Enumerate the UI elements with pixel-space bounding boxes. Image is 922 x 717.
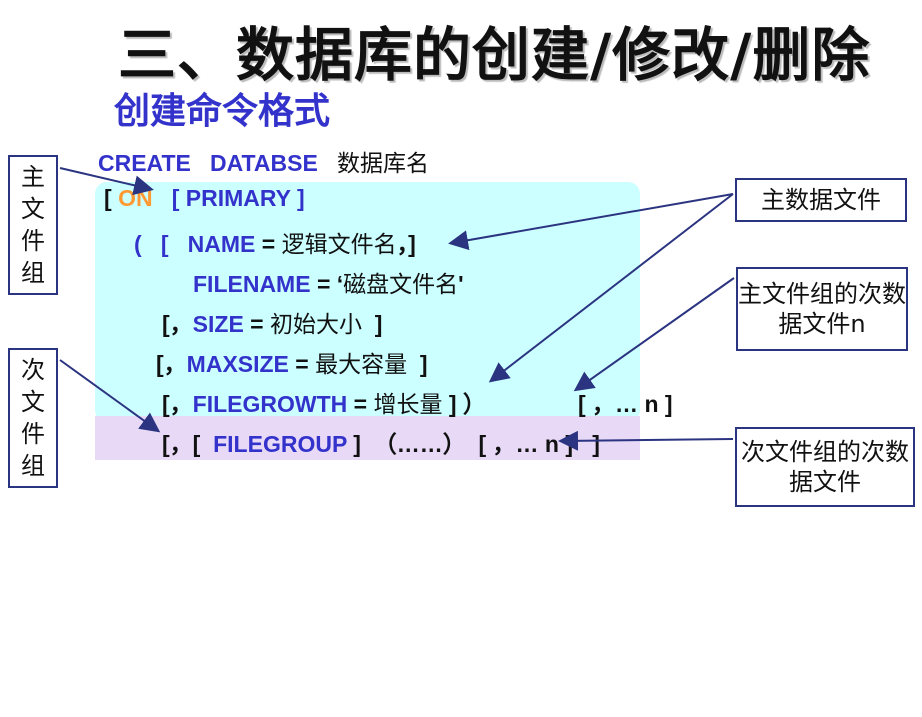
logical-file-name: 逻辑文件名 bbox=[281, 232, 397, 258]
primary-data-file-label: 主数据文件 bbox=[735, 178, 907, 222]
syntax-line-filegrowth: [，FILEGROWTH = 增长量 ] ） bbox=[162, 385, 486, 419]
slide-title: 三、数据库的创建/修改/删除 bbox=[118, 21, 871, 89]
name-equals: = bbox=[255, 231, 282, 257]
maxsize-close: ] bbox=[407, 351, 428, 377]
filename-keyword: FILENAME bbox=[193, 271, 311, 297]
filegrowth-keyword: FILEGROWTH bbox=[192, 391, 348, 417]
syntax-line-filegroup: [，[ FILEGROUP ] （……） [ ，… n ] ] bbox=[162, 425, 600, 459]
name-open-brackets: ( [ bbox=[134, 231, 169, 257]
database-keyword: DATABSE bbox=[210, 150, 318, 176]
syntax-line-filename: FILENAME = ‘磁盘文件名' bbox=[193, 265, 464, 299]
size-open: [， bbox=[162, 311, 193, 337]
secondary-filegroup-panel bbox=[95, 416, 640, 460]
primary-clause: [ PRIMARY ] bbox=[171, 185, 305, 211]
create-keyword: CREATE bbox=[98, 150, 191, 176]
initial-size: 初始大小 bbox=[270, 312, 363, 338]
arrow-primary-group bbox=[59, 167, 154, 196]
maxsize-open: [， bbox=[156, 351, 187, 377]
growth-amount: 增长量 bbox=[373, 392, 443, 418]
primary-filegroup-panel bbox=[95, 182, 640, 422]
name-keyword: NAME bbox=[187, 231, 256, 257]
size-equals: = bbox=[243, 311, 271, 337]
size-keyword: SIZE bbox=[192, 311, 244, 337]
syntax-line-size: [，SIZE = 初始大小 ] bbox=[162, 305, 382, 339]
syntax-line-name: ( [ NAME = 逻辑文件名，] bbox=[134, 225, 416, 259]
secondary-group-secondary-files-label: 次文件组的次数据文件 bbox=[735, 427, 915, 507]
syntax-line-create: CREATE DATABSE 数据库名 bbox=[98, 144, 429, 178]
maxsize-keyword: MAXSIZE bbox=[186, 351, 289, 377]
primary-group-secondary-files-label: 主文件组的次数据文件n bbox=[736, 267, 908, 351]
on-open-bracket: [ bbox=[104, 185, 112, 211]
arrow-secondary-group bbox=[59, 359, 161, 433]
arrow-primary-data-file-name bbox=[448, 193, 734, 251]
filegroup-keyword: FILEGROUP bbox=[213, 431, 347, 457]
physical-file-name: 磁盘文件名 bbox=[343, 272, 459, 298]
syntax-line-maxsize: [，MAXSIZE = 最大容量 ] bbox=[156, 345, 428, 379]
size-close: ] bbox=[362, 311, 383, 337]
primary-filegroup-label: 主文件组 bbox=[8, 155, 58, 295]
syntax-repeat-primary: [ ，… n ] bbox=[578, 385, 673, 419]
repeat-n-primary: [ ，… n ] bbox=[578, 391, 673, 417]
syntax-line-on: [ ON [ PRIMARY ] bbox=[104, 185, 305, 212]
filegrowth-open: [， bbox=[162, 391, 193, 417]
max-capacity: 最大容量 bbox=[315, 352, 408, 378]
arrow-primary-group-secondary bbox=[573, 277, 735, 392]
filename-close-quote: ' bbox=[458, 271, 464, 297]
secondary-filegroup-label: 次文件组 bbox=[8, 348, 58, 488]
arrow-primary-data-file-growth bbox=[488, 193, 734, 383]
name-close: ，] bbox=[396, 231, 416, 257]
filename-equals: = ‘ bbox=[310, 271, 344, 297]
filegroup-open: [，[ bbox=[162, 431, 201, 457]
database-name-placeholder: 数据库名 bbox=[336, 151, 429, 177]
slide-subtitle: 创建命令格式 bbox=[114, 91, 331, 132]
filegrowth-equals: = bbox=[347, 391, 374, 417]
filegrowth-close: ] ） bbox=[442, 391, 486, 417]
maxsize-equals: = bbox=[288, 351, 316, 377]
arrow-secondary-group-secondary bbox=[558, 430, 734, 451]
